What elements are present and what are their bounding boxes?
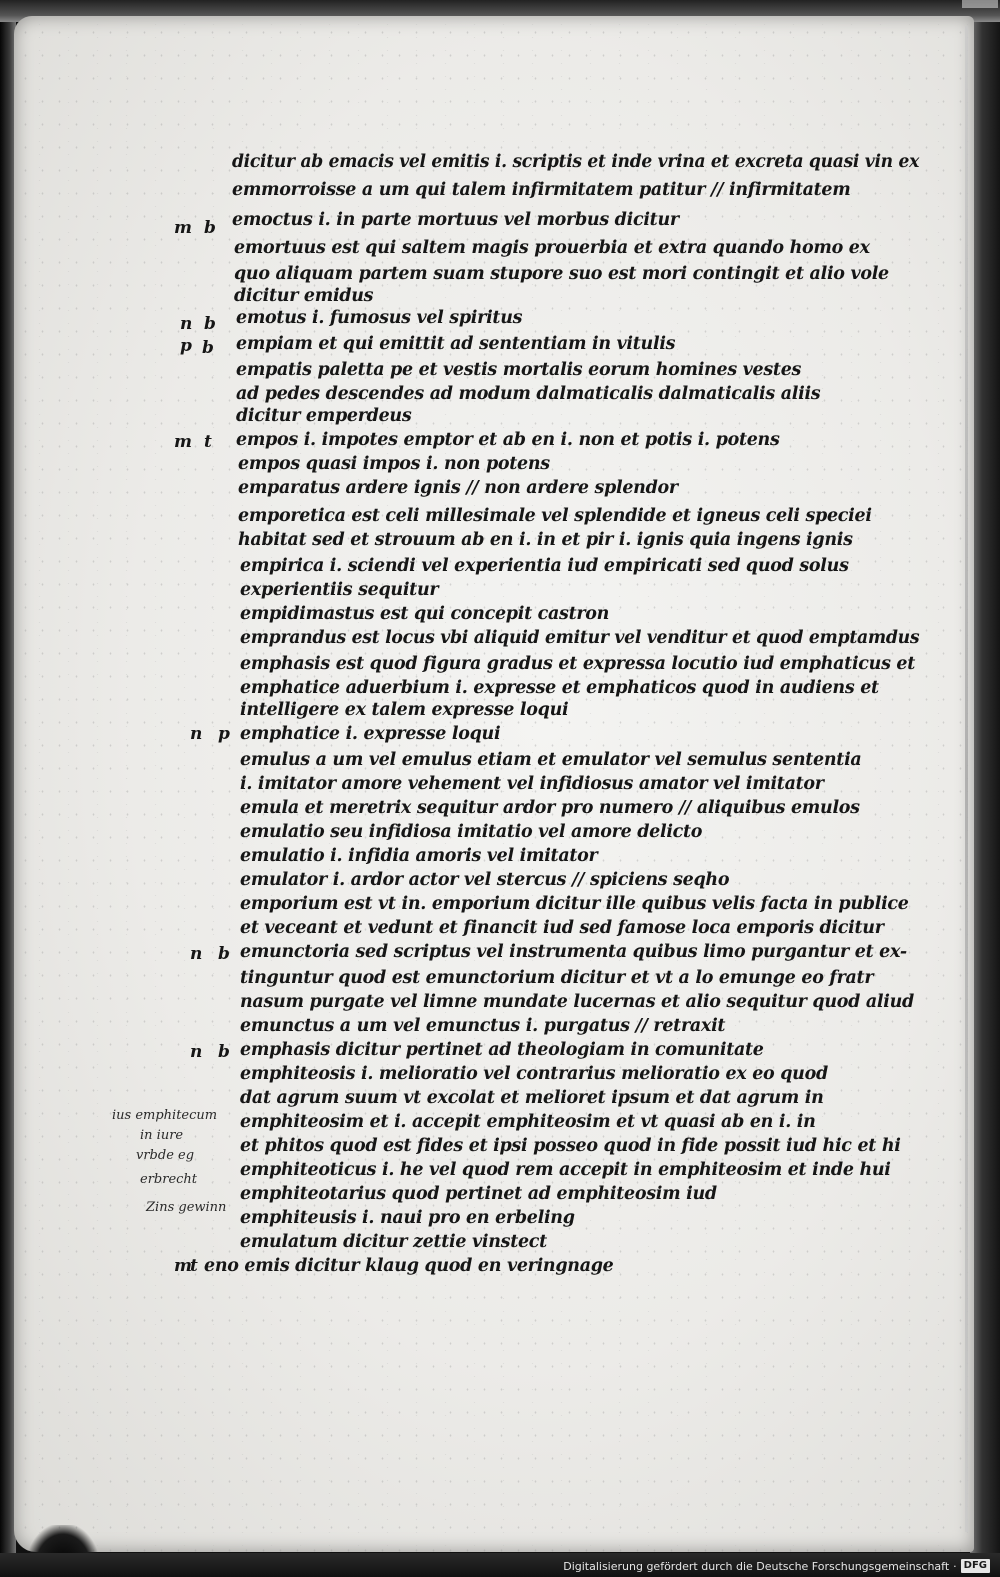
margin-marker: b [204, 314, 216, 334]
margin-marker: b [202, 338, 214, 358]
text-line: et veceant et vedunt et financit iud sed… [240, 918, 884, 938]
text-line: dicitur emperdeus [236, 406, 412, 426]
text-line: emmorroisse a um qui talem infirmitatem … [232, 180, 851, 200]
margin-marker: p [218, 724, 230, 744]
margin-gloss: vrbde eg [136, 1148, 195, 1163]
text-line: experientiis sequitur [240, 580, 439, 600]
text-line: habitat sed et strouum ab en i. in et pi… [238, 530, 853, 550]
text-line: quo aliquam partem suam stupore suo est … [234, 264, 889, 284]
margin-marker: m [174, 218, 192, 238]
text-line: emulus a um vel emulus etiam et emulator… [240, 750, 862, 770]
text-line: emotus i. fumosus vel spiritus [236, 308, 523, 328]
margin-marker: n [190, 1042, 203, 1062]
text-line: empos quasi impos i. non potens [238, 454, 550, 474]
text-line: ad pedes descendes ad modum dalmaticalis… [236, 384, 821, 404]
text-line: empiam et qui emittit ad sententiam in v… [236, 334, 676, 354]
text-line: emunctus a um vel emunctus i. purgatus /… [240, 1016, 726, 1036]
text-line: empidimastus est qui concepit castron [240, 604, 610, 624]
text-line: emphatice aduerbium i. expresse et empha… [240, 678, 879, 698]
margin-gloss: in iure [140, 1128, 184, 1143]
text-line: dicitur emidus [234, 286, 374, 306]
text-line: empos i. impotes emptor et ab en i. non … [236, 430, 780, 450]
margin-gloss: erbrecht [140, 1172, 198, 1187]
margin-marker: b [218, 944, 230, 964]
text-line: emortuus est qui saltem magis prouerbia … [234, 238, 870, 258]
text-line: emulatum dicitur zettie vinstect [240, 1232, 547, 1252]
text-line: intelligere ex talem expresse loqui [240, 700, 569, 720]
text-line: emulator i. ardor actor vel stercus // s… [240, 870, 730, 890]
margin-gloss: ius emphitecum [112, 1108, 218, 1123]
footer-bar [0, 1553, 1000, 1577]
text-line: emulatio seu infidiosa imitatio vel amor… [240, 822, 703, 842]
margin-marker: m [174, 1256, 192, 1276]
dfg-logo: DFG [960, 1559, 990, 1573]
text-line: emprandus est locus vbi aliquid emitur v… [240, 628, 920, 648]
margin-marker: n [190, 944, 203, 964]
text-line: emphiteoticus i. he vel quod rem accepit… [240, 1160, 891, 1180]
text-line: nasum purgate vel limne mundate lucernas… [240, 992, 914, 1012]
text-line: emunctoria sed scriptus vel instrumenta … [240, 942, 907, 962]
text-line: empirica i. sciendi vel experientia iud … [240, 556, 849, 576]
margin-gloss: Zins gewinn [146, 1200, 227, 1215]
margin-marker: n [180, 314, 193, 334]
text-line: emporetica est celi millesimale vel sple… [238, 506, 872, 526]
text-line: tinguntur quod est emunctorium dicitur e… [240, 968, 874, 988]
margin-marker: b [218, 1042, 230, 1062]
text-line: emphiteusis i. naui pro en erbeling [240, 1208, 575, 1228]
funding-text: Digitalisierung gefördert durch die Deut… [563, 1559, 950, 1573]
text-line: emoctus i. in parte mortuus vel morbus d… [232, 210, 679, 230]
binding-edge-left [0, 0, 16, 1577]
text-line: emphiteotarius quod pertinet ad emphiteo… [240, 1184, 717, 1204]
margin-marker: n [190, 724, 203, 744]
text-line: dicitur ab emacis vel emitis i. scriptis… [232, 152, 920, 172]
binding-edge-right [970, 0, 1000, 1577]
text-line: emulatio i. infidia amoris vel imitator [240, 846, 598, 866]
text-line: emphasis dicitur pertinet ad theologiam … [240, 1040, 764, 1060]
text-line: et phitos quod est fides et ipsi posseo … [240, 1136, 901, 1156]
margin-marker: m [174, 432, 192, 452]
text-line: empatis paletta pe et vestis mortalis eo… [236, 360, 802, 380]
text-block: dicitur ab emacis vel emitis i. scriptis… [14, 16, 974, 1552]
text-line: emphiteosim et i. accepit emphiteosim et… [240, 1112, 816, 1132]
text-line: emphiteosis i. melioratio vel contrarius… [240, 1064, 828, 1084]
text-line: emphasis est quod figura gradus et expre… [240, 654, 916, 674]
text-line: emphatice i. expresse loqui [240, 724, 501, 744]
margin-marker: p [180, 336, 192, 356]
text-line: dat agrum suum vt excolat et melioret ip… [240, 1088, 824, 1108]
margin-marker: t [204, 432, 212, 452]
text-line: eno emis dicitur klaug quod en veringnag… [204, 1256, 614, 1276]
text-line: emporium est vt in. emporium dicitur ill… [240, 894, 909, 914]
manuscript-page: dicitur ab emacis vel emitis i. scriptis… [14, 16, 974, 1552]
footer-separator: · [953, 1559, 957, 1573]
text-line: i. imitator amore vehement vel infidiosu… [240, 774, 824, 794]
scan-tag [962, 0, 998, 8]
funding-footer: Digitalisierung gefördert durch die Deut… [563, 1559, 990, 1573]
margin-marker: t [190, 1256, 198, 1276]
margin-marker: b [204, 218, 216, 238]
text-line: emula et meretrix sequitur ardor pro num… [240, 798, 860, 818]
text-line: emparatus ardere ignis // non ardere spl… [238, 478, 678, 498]
